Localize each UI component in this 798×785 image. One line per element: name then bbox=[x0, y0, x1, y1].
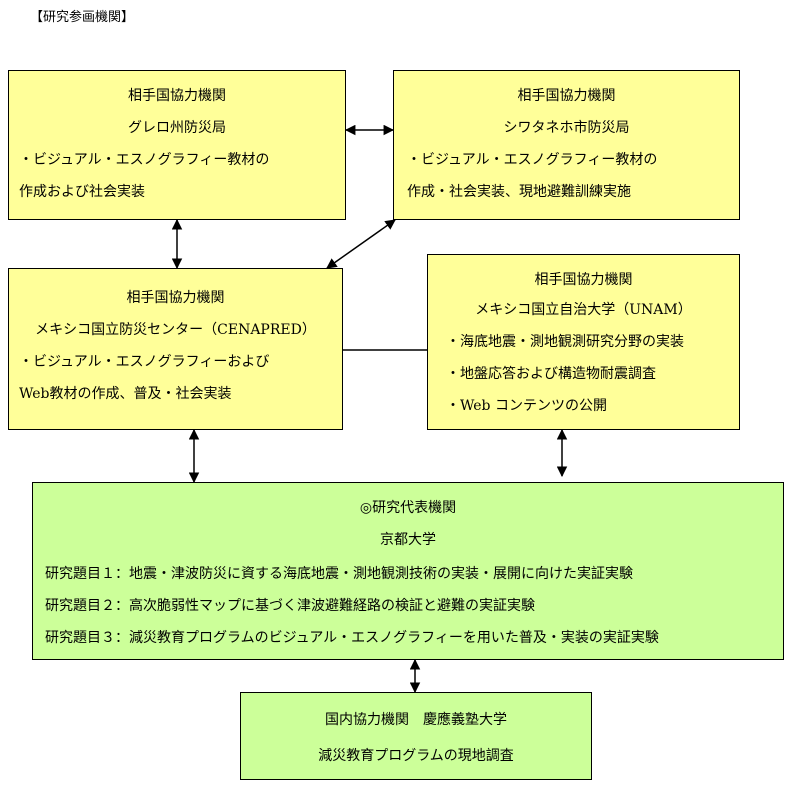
box-text-line: Web教材の作成、普及・社会実装 bbox=[19, 386, 232, 402]
box-label: 国内協力機関 慶應義塾大学 bbox=[325, 712, 507, 728]
box-text-line: 減災教育プログラムの現地調査 bbox=[318, 748, 514, 764]
box-label: 相手国協力機関 bbox=[534, 272, 633, 288]
research-topic-1: 研究題目１：地震・津波防災に資する海底地震・測地観測技術の実装・展開に向けた実証… bbox=[45, 566, 633, 582]
box-text-line: 作成および社会実装 bbox=[19, 184, 145, 200]
box-text-line: ・ビジュアル・エスノグラフィー教材の bbox=[19, 152, 270, 168]
box-org-name: 京都大学 bbox=[380, 532, 436, 548]
box-text-line: ・海底地震・測地観測研究分野の実装 bbox=[446, 334, 684, 350]
box-org-name: メキシコ国立自治大学（UNAM） bbox=[475, 302, 692, 318]
arrow-zihuatanejo-cenapred bbox=[326, 219, 396, 269]
box-unam: 相手国協力機関 メキシコ国立自治大学（UNAM） ・海底地震・測地観測研究分野の… bbox=[427, 254, 740, 430]
box-text-line: 作成・社会実装、現地避難訓練実施 bbox=[407, 184, 631, 200]
box-zihuatanejo-civil-protection: 相手国協力機関 シワタネホ市防災局 ・ビジュアル・エスノグラフィー教材の 作成・… bbox=[393, 70, 740, 220]
box-text-line: ・ビジュアル・エスノグラフィー教材の bbox=[407, 152, 658, 168]
box-org-name: シワタネホ市防災局 bbox=[503, 120, 630, 136]
page-title: 【研究参画機関】 bbox=[30, 10, 135, 25]
box-label: 相手国協力機関 bbox=[126, 290, 225, 306]
box-cenapred: 相手国協力機関 メキシコ国立防災センター（CENAPRED） ・ビジュアル・エス… bbox=[8, 268, 343, 430]
box-label: ◎研究代表機関 bbox=[359, 500, 457, 516]
box-kyoto-university: ◎研究代表機関 京都大学 研究題目１：地震・津波防災に資する海底地震・測地観測技… bbox=[32, 482, 784, 660]
box-keio-university: 国内協力機関 慶應義塾大学 減災教育プログラムの現地調査 bbox=[240, 692, 592, 780]
box-label: 相手国協力機関 bbox=[517, 88, 616, 104]
box-text-line: ・地盤応答および構造物耐震調査 bbox=[446, 366, 656, 382]
research-topic-2: 研究題目２：高次脆弱性マップに基づく津波避難経路の検証と避難の実証実験 bbox=[45, 598, 535, 614]
box-org-name: メキシコ国立防災センター（CENAPRED） bbox=[35, 322, 316, 338]
box-org-name: グレロ州防災局 bbox=[128, 120, 226, 136]
research-topic-3: 研究題目３：減災教育プログラムのビジュアル・エスノグラフィーを用いた普及・実装の… bbox=[45, 630, 659, 646]
box-label: 相手国協力機関 bbox=[128, 88, 226, 104]
box-text-line: ・ビジュアル・エスノグラフィーおよび bbox=[19, 354, 270, 370]
box-guerrero-civil-protection: 相手国協力機関 グレロ州防災局 ・ビジュアル・エスノグラフィー教材の 作成および… bbox=[8, 70, 346, 220]
box-text-line: ・Web コンテンツの公開 bbox=[446, 398, 607, 414]
